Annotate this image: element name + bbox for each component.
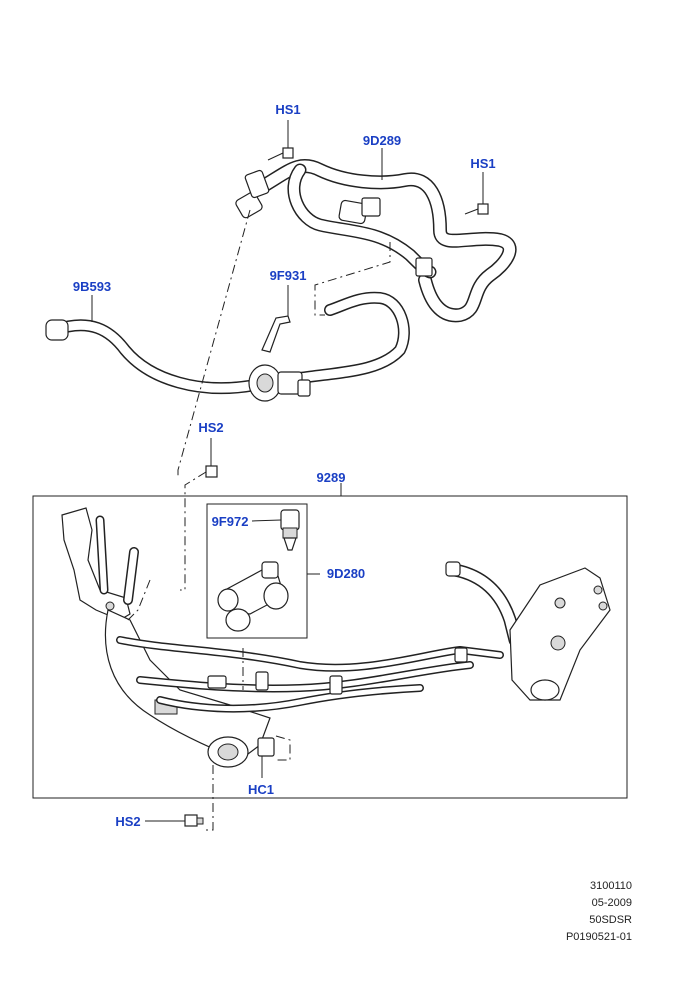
callout-9f931: 9F931 xyxy=(270,268,307,283)
callout-9289: 9289 xyxy=(317,470,346,485)
alignment-lines-lower xyxy=(127,579,244,831)
callout-9d280: 9D280 xyxy=(327,566,365,581)
subframe-9d280 xyxy=(206,503,308,639)
callout-hs2-mid: HS2 xyxy=(198,420,223,435)
meta-line-2: 05-2009 xyxy=(591,897,632,909)
callout-hs2-bottom: HS2 xyxy=(115,814,140,829)
quick-connector-top xyxy=(235,169,433,277)
meta-line-4: P0190521-01 xyxy=(565,931,632,943)
clip-hc1 xyxy=(257,735,291,778)
callout-hs1-right: HS1 xyxy=(470,156,495,171)
bolt-hs2-bottom xyxy=(145,814,204,827)
main-fuel-line-assembly xyxy=(61,507,611,768)
meta-block: 3100110 05-2009 50SDSR P0190521-01 xyxy=(566,878,632,946)
bolt-hs1-top xyxy=(267,120,294,161)
purge-valve xyxy=(248,364,311,402)
bolt-hs1-right xyxy=(464,172,489,215)
meta-line-1: 3100110 xyxy=(589,880,632,892)
callout-hs1-top: HS1 xyxy=(275,102,300,117)
hose-9b593 xyxy=(45,291,410,395)
bracket-9f931 xyxy=(261,285,291,353)
callout-hc1: HC1 xyxy=(248,782,274,797)
assembly-frame-9289 xyxy=(32,495,628,799)
alignment-lines-upper xyxy=(177,209,391,478)
callout-9f972: 9F972 xyxy=(212,514,249,529)
callout-9b593: 9B593 xyxy=(73,279,111,294)
meta-line-3: 50SDSR xyxy=(589,914,632,926)
t-fitting-9d280 xyxy=(217,561,289,632)
callout-9d289: 9D289 xyxy=(363,133,401,148)
bolt-hs2-mid xyxy=(180,438,218,591)
hose-9d289 xyxy=(258,159,517,323)
pressure-sensor-9f972 xyxy=(251,509,300,551)
